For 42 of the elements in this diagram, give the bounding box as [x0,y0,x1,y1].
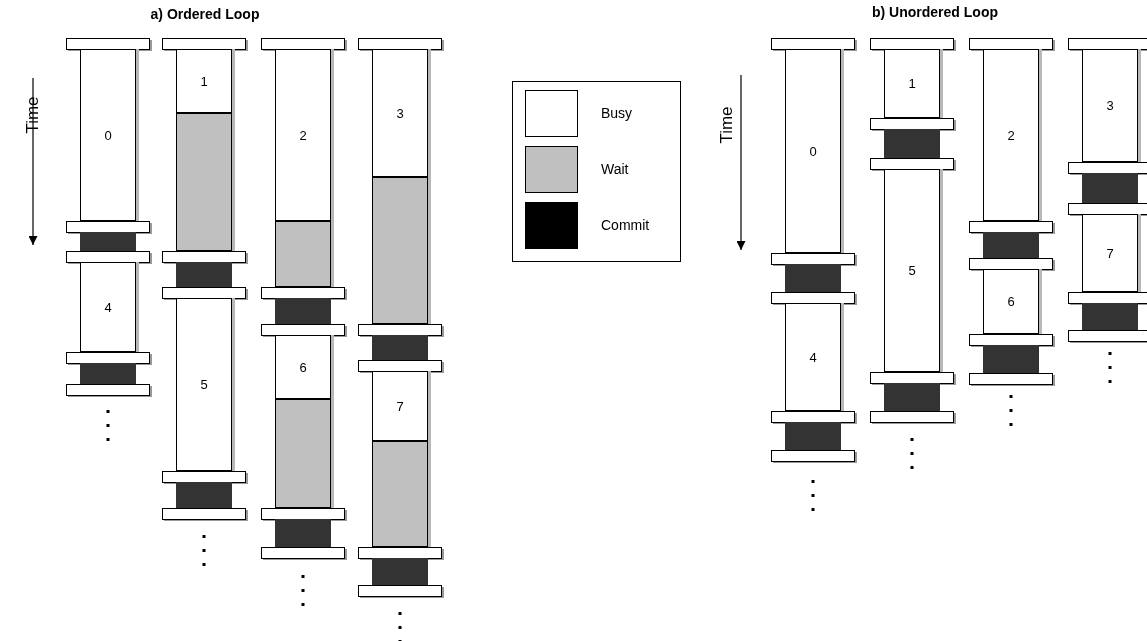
wait-segment [372,177,428,324]
task-number: 0 [104,127,112,143]
legend-label: Busy [601,105,633,121]
task-number: 3 [1106,98,1114,113]
busy-segment [275,49,331,221]
busy-segment [80,49,136,221]
task-number: 3 [396,105,404,121]
panel-title: b) Unordered Loop [872,4,998,20]
task-number: 4 [809,349,817,365]
busy-segment [884,49,940,118]
busy-segment [176,298,232,471]
busy-segment [884,169,940,372]
legend-label: Wait [601,161,629,177]
wait-segment [275,221,331,287]
panel-title: a) Ordered Loop [150,6,260,22]
busy-segment [372,371,428,441]
busy-segment [983,49,1039,221]
busy-segment [275,335,331,399]
task-number: 5 [908,263,916,278]
axis-label: Time [717,106,737,144]
axis-label: Time [23,96,43,134]
task-number: 1 [908,76,916,91]
wait-segment [372,441,428,547]
busy-segment [983,269,1039,334]
task-number: 6 [299,359,307,375]
task-number: 2 [299,127,307,143]
task-number: 6 [1007,294,1015,309]
task-number: 7 [1106,245,1114,261]
busy-segment [372,49,428,177]
task-number: 5 [200,377,208,392]
busy-segment [176,49,232,113]
task-number: 2 [1007,127,1015,143]
wait-segment [275,399,331,508]
busy-segment [785,303,841,411]
task-number: 0 [809,143,817,159]
busy-segment [80,262,136,352]
task-number: 1 [200,73,208,89]
task-number: 4 [104,299,112,315]
busy-segment [785,49,841,253]
wait-segment [176,113,232,251]
legend-label: Commit [601,217,650,233]
task-number: 7 [396,398,404,414]
